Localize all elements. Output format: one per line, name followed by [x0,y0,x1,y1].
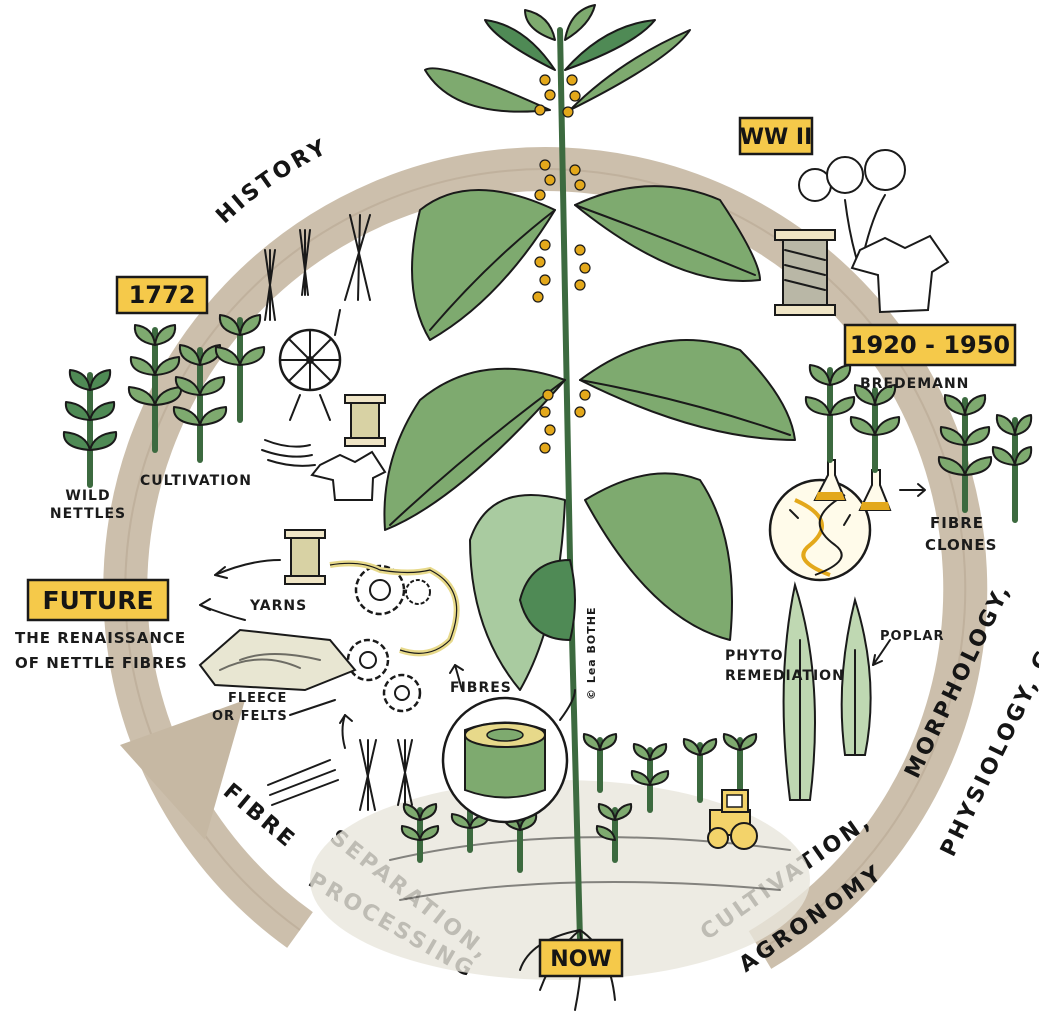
tag-now-text: NOW [550,947,611,972]
tag-1772-text: 1772 [129,281,196,309]
fibre-clone-plants [937,394,1033,523]
shirt-icon-1772 [310,450,387,501]
tag-1772: 1772 [115,275,209,315]
ww2-items [774,149,950,316]
gear-icon-bottom [346,638,422,713]
history-items [261,214,387,501]
nettles-label: NETTLES [50,506,126,522]
spool-icon-1772 [344,394,386,447]
fibre-bundle-icon [261,439,316,467]
wild-label: WILD [65,488,110,504]
artist-credit: © Lea BOTHE [585,606,598,700]
dna-circle [768,478,872,582]
arrow-to-future-1 [214,559,281,576]
renaissance-label-2: OF NETTLE FIBRES [15,654,188,672]
tag-ww2-text: WW II [740,125,813,150]
arrow-to-future-2 [199,604,246,621]
shirt-icon [850,234,950,314]
poplar-trees [782,581,872,801]
tag-ww2: WW II [738,116,814,156]
bredemann-plants [804,364,901,473]
cycle-arrowhead [120,700,245,840]
tag-1920-1950-text: 1920 - 1950 [850,331,1010,359]
remediation-label: REMEDIATION [725,668,845,684]
tag-now: NOW [538,938,624,978]
spinning-wheel-icon [278,309,342,421]
sheaf-icons [264,214,371,321]
tag-future-text: FUTURE [42,586,153,615]
cultivation-label: CULTIVATION [140,473,252,489]
cotton-icon [798,149,906,271]
processing-items [198,529,464,811]
or-felts-label: OR FELTS [212,709,288,724]
phyto-label: PHYTO [725,648,784,664]
yarns-label: YARNS [249,598,307,614]
fibres-label: FIBRES [450,680,512,696]
fibre-clones-label-1: FIBRE [930,514,984,532]
bredemann-label: BREDEMANN [860,376,969,392]
seed-clusters [532,74,591,454]
renaissance-label-1: THE RENAISSANCE [15,629,186,647]
tag-1920-1950: 1920 - 1950 [843,323,1017,367]
flask-icons [813,459,926,511]
fleece-label: FLEECE [228,691,287,706]
wild-nettle [62,369,118,488]
tractor-icon [707,789,758,850]
poplar-label: POPLAR [880,629,944,644]
tag-future: FUTURE [26,578,170,622]
fibre-cross-section [441,689,576,824]
gear-icon-top [354,564,431,616]
yarn-spool-icon [284,529,326,585]
bottom-sheaves [267,739,413,811]
cultivated-nettles-1772 [127,314,266,463]
main-nettle-plant [383,4,796,1011]
spool-icon [774,229,836,316]
fibre-clones-label-2: CLONES [925,536,997,554]
